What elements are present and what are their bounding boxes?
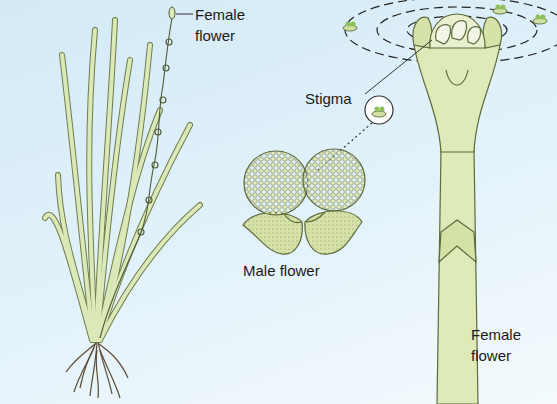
magnifier-circle: [365, 96, 393, 124]
leaf-outlines: [45, 20, 200, 340]
pollen-mass: [244, 151, 308, 215]
large-female-flower: [413, 14, 502, 404]
stamen-stalk: [306, 212, 325, 222]
boat: [533, 18, 547, 24]
pollen-ball: [375, 107, 380, 112]
root: [80, 348, 94, 388]
stalk-coil: [138, 229, 144, 235]
small-female-flower: [169, 7, 175, 19]
flower-funnel: [414, 45, 500, 152]
leader-line: [365, 40, 432, 94]
part-label: Male flower: [243, 260, 363, 281]
boat: [493, 8, 507, 14]
leaf: [98, 110, 160, 340]
stigma-lobe: [436, 25, 451, 44]
boat: [372, 111, 386, 117]
part-label: Stigma: [305, 88, 375, 109]
leaf: [58, 175, 94, 340]
stalk-coil: [155, 129, 161, 135]
pollen-ball: [501, 5, 506, 10]
leaf: [100, 205, 200, 340]
root: [100, 350, 120, 398]
root: [96, 350, 98, 398]
pollen-ball: [346, 22, 351, 27]
part-label: Female flower: [471, 324, 531, 366]
floating-male-flower: [533, 15, 547, 25]
stalk-coil: [166, 39, 172, 45]
part-label: Female flower: [195, 4, 255, 46]
stalk-coil: [163, 65, 169, 71]
leaf-fills: [45, 20, 200, 340]
floating-male-flower: [493, 5, 507, 15]
flower-detail: [446, 70, 468, 85]
root: [99, 344, 128, 378]
root: [66, 344, 95, 372]
male-flower: [243, 149, 365, 254]
leaf: [89, 30, 95, 340]
pollen-ball: [380, 107, 385, 112]
root: [74, 342, 96, 392]
petal: [483, 17, 502, 48]
male-petal: [243, 213, 302, 255]
pollen-ball: [496, 5, 501, 10]
leaf: [99, 125, 190, 340]
stigma-lobe: [468, 27, 481, 44]
pollen-ball: [536, 15, 541, 20]
stamen-stalk: [284, 214, 302, 223]
pollen-ball: [351, 22, 356, 27]
boat: [343, 25, 357, 31]
stalk-coil: [152, 162, 158, 168]
ripple: [377, 7, 537, 53]
roots: [66, 342, 128, 398]
leader-line: [176, 14, 193, 15]
leaf: [89, 30, 95, 340]
stalk-coil: [146, 197, 152, 203]
coiled-stalk: [100, 18, 172, 338]
stalk-sheath: [439, 220, 476, 262]
flower-stalk: [437, 150, 478, 404]
leaves: [45, 20, 200, 340]
stalk-coil: [160, 97, 166, 103]
stigma-lobe: [452, 21, 467, 40]
petal: [413, 17, 432, 48]
floating-male-flower: [343, 22, 357, 32]
pollen-mass: [303, 149, 365, 211]
stalk: [100, 18, 172, 338]
flower-mouth: [430, 14, 485, 48]
root: [98, 342, 112, 394]
pollen-ball: [541, 15, 546, 20]
male-petal: [305, 211, 362, 254]
